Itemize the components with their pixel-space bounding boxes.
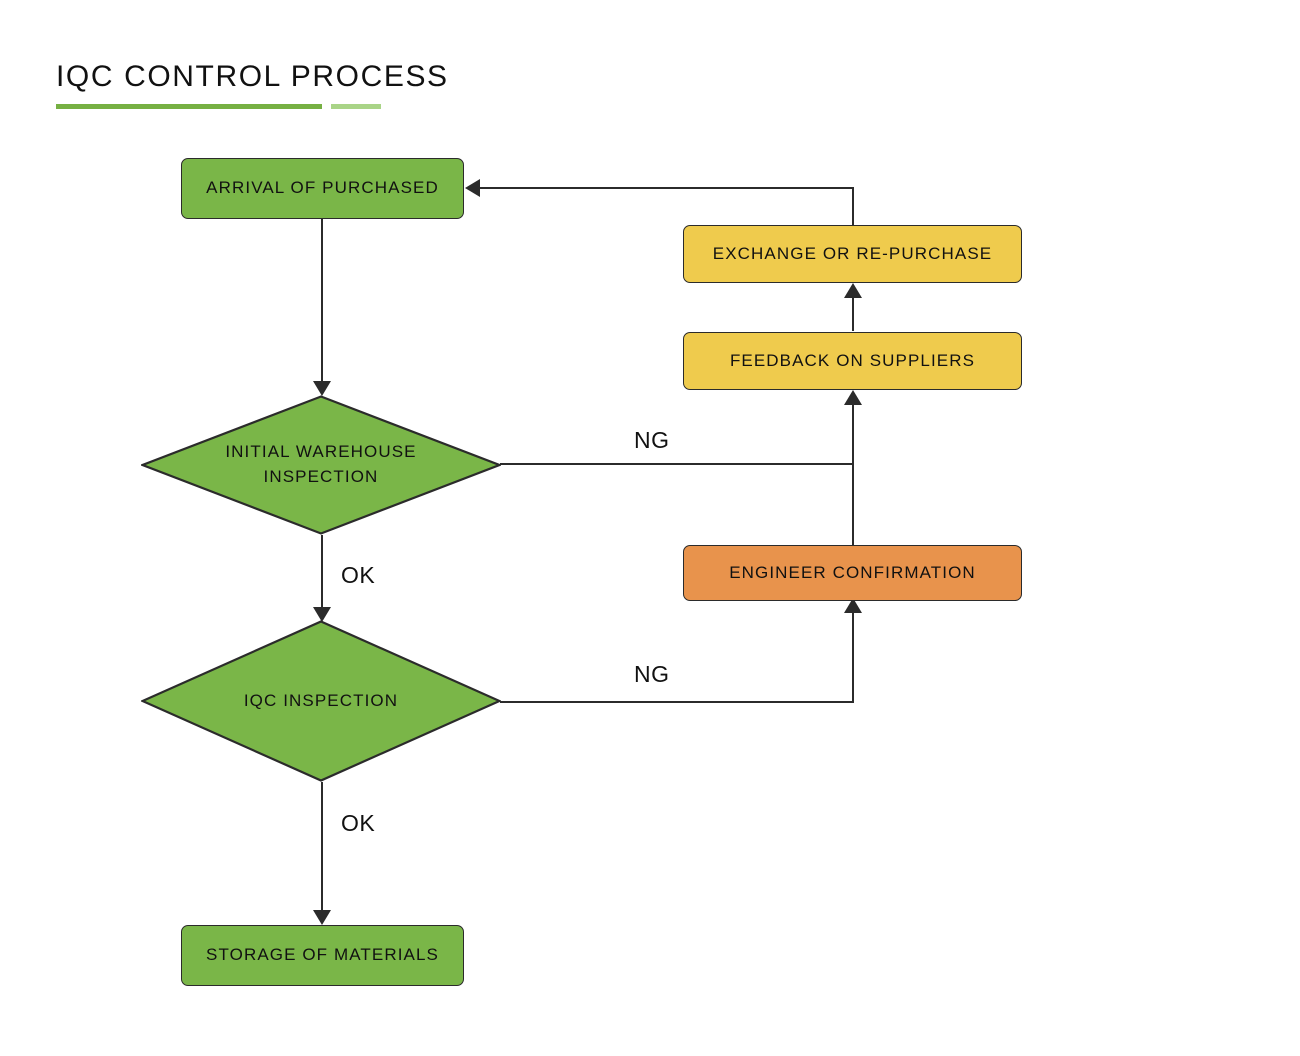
node-iqc-label: IQC INSPECTION	[243, 690, 399, 710]
edge-initial-to-iqc	[321, 535, 323, 607]
arrowhead-initial-top	[313, 381, 331, 396]
node-feedback-label: FEEDBACK ON SUPPLIERS	[729, 350, 976, 370]
edge-engineer-to-feedback	[852, 405, 854, 546]
page-title-block: IQC CONTROL PROCESS	[56, 60, 449, 110]
node-storage-of-materials[interactable]: STORAGE OF MATERIALS	[181, 925, 464, 986]
node-storage-label: STORAGE OF MATERIALS	[206, 945, 439, 965]
node-initial-warehouse-inspection[interactable]: INITIAL WAREHOUSE INSPECTION	[141, 395, 501, 535]
node-engineer-confirmation[interactable]: ENGINEER CONFIRMATION	[683, 545, 1022, 601]
edge-ng-riser-to-engineer	[852, 613, 854, 702]
edge-initial-ng-horizontal	[500, 463, 854, 465]
arrowhead-feedback-bottom	[844, 390, 862, 405]
title-underline	[56, 104, 381, 110]
node-exchange-label: EXCHANGE OR RE-PURCHASE	[712, 243, 993, 263]
arrowhead-exchange-bottom	[844, 283, 862, 298]
arrowhead-arrival-right	[465, 179, 480, 197]
node-arrival-of-purchased[interactable]: ARRIVAL OF PURCHASED	[181, 158, 464, 219]
arrowhead-engineer-bottom	[844, 598, 862, 613]
edge-label-ok-iqc: OK	[341, 810, 376, 836]
edge-label-ng-initial: NG	[634, 427, 670, 453]
edge-arrival-to-initial	[321, 219, 323, 381]
edge-iqc-to-storage	[321, 782, 323, 910]
arrowhead-storage-top	[313, 910, 331, 925]
edge-exchange-to-arrival-horizontal	[480, 187, 854, 189]
title-underline-accent	[331, 104, 381, 109]
node-iqc-inspection[interactable]: IQC INSPECTION	[141, 620, 501, 782]
edge-label-ng-iqc: NG	[634, 661, 670, 687]
node-exchange-or-re-purchase[interactable]: EXCHANGE OR RE-PURCHASE	[683, 225, 1022, 283]
edge-iqc-ng-horizontal	[500, 701, 854, 703]
node-arrival-label: ARRIVAL OF PURCHASED	[206, 178, 439, 198]
title-underline-main	[56, 104, 322, 109]
node-feedback-on-suppliers[interactable]: FEEDBACK ON SUPPLIERS	[683, 332, 1022, 390]
node-initial-label: INITIAL WAREHOUSE INSPECTION	[225, 442, 417, 486]
edge-exchange-riser	[852, 187, 854, 226]
edge-label-ok-initial: OK	[341, 562, 376, 588]
edge-feedback-to-exchange	[852, 298, 854, 331]
arrowhead-iqc-top	[313, 607, 331, 622]
page-title: IQC CONTROL PROCESS	[56, 60, 449, 93]
diamond-shape	[141, 620, 501, 782]
diamond-shape	[141, 395, 501, 535]
node-engineer-label: ENGINEER CONFIRMATION	[729, 562, 976, 582]
